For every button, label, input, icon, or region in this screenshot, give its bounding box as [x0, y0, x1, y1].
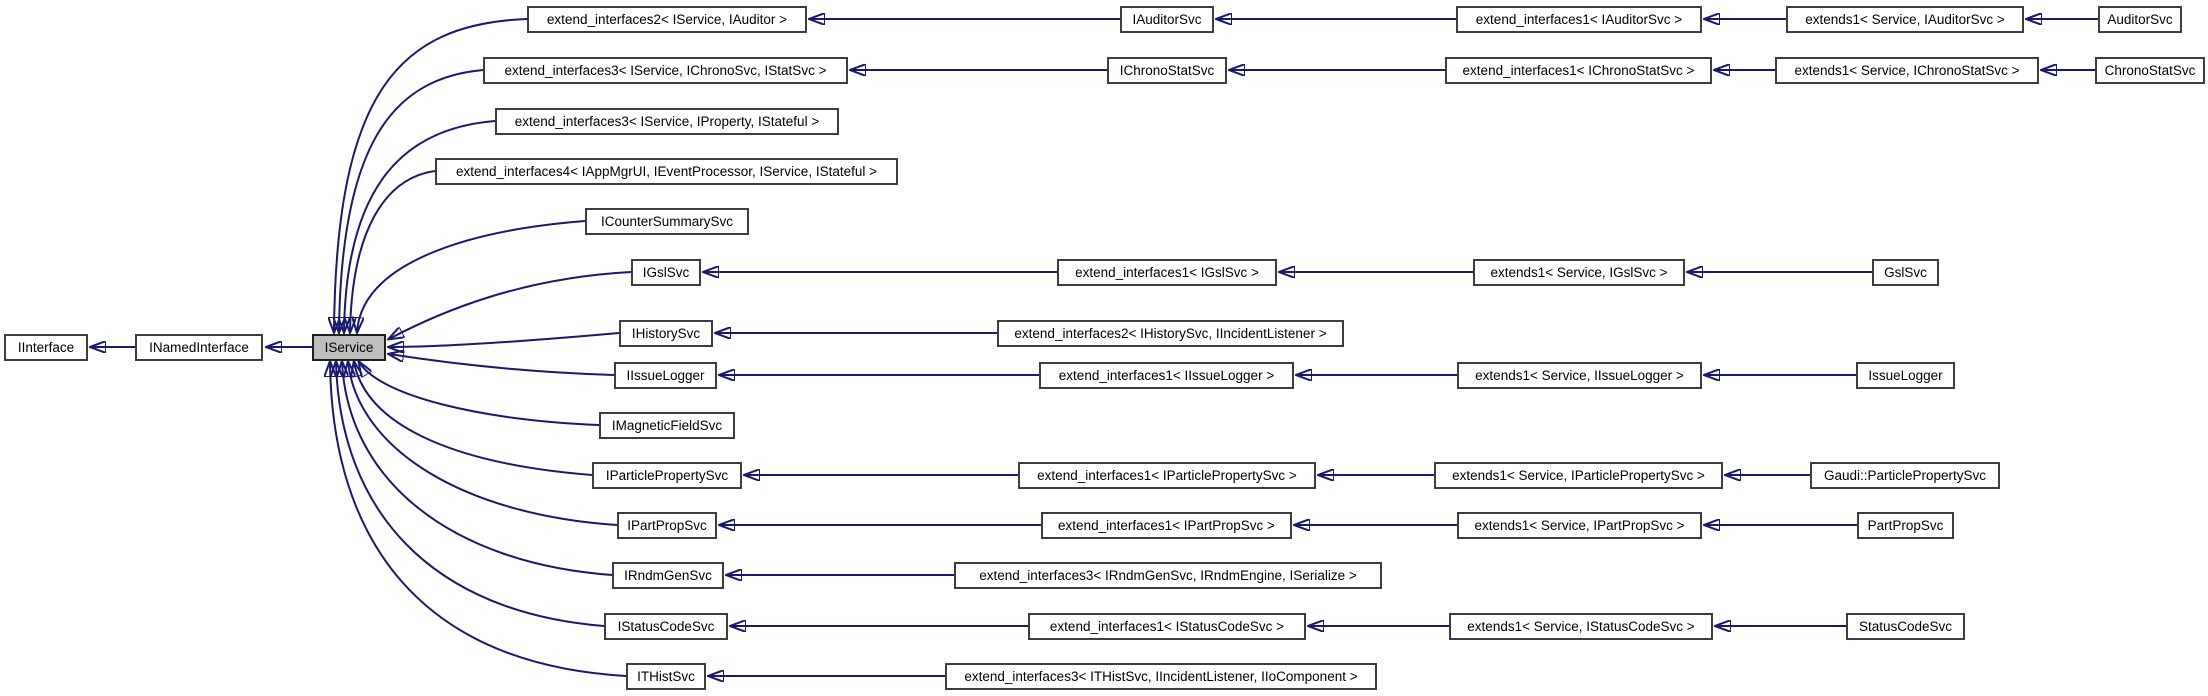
node-iissuelogger[interactable]: IIssueLogger	[614, 362, 717, 389]
node-gslsvc[interactable]: GslSvc	[1872, 259, 1939, 286]
node-ithistsvc[interactable]: ITHistSvc	[626, 663, 706, 690]
node-extends1-service-iissuelogger[interactable]: extends1< Service, IIssueLogger >	[1457, 362, 1702, 389]
node-extend-interfaces1-ipartpropsvc[interactable]: extend_interfaces1< IPartPropSvc >	[1041, 512, 1292, 539]
node-istatuscodesvc[interactable]: IStatusCodeSvc	[604, 613, 728, 640]
node-icountersummarysvc[interactable]: ICounterSummarySvc	[585, 208, 749, 235]
node-ipartpropsvc[interactable]: IPartPropSvc	[617, 512, 717, 539]
node-extend-interfaces1-iauditorsvc[interactable]: extend_interfaces1< IAuditorSvc >	[1456, 6, 1702, 33]
node-extends1-service-iauditorsvc[interactable]: extends1< Service, IAuditorSvc >	[1786, 6, 2024, 33]
inheritance-edges	[91, 19, 2098, 676]
node-extends1-service-iparticlepropertysvc[interactable]: extends1< Service, IParticlePropertySvc …	[1434, 462, 1723, 489]
node-extend-interfaces3-irndmgensvc-irndmengine-iserialize[interactable]: extend_interfaces3< IRndmGenSvc, IRndmEn…	[954, 562, 1382, 589]
node-igslsvc[interactable]: IGslSvc	[631, 259, 701, 286]
node-iauditorsvc[interactable]: IAuditorSvc	[1120, 6, 1214, 33]
node-extend-interfaces3-iservice-ichronosvc-istatsvc[interactable]: extend_interfaces3< IService, IChronoSvc…	[483, 57, 848, 84]
node-extend-interfaces3-iservice-iproperty-istateful[interactable]: extend_interfaces3< IService, IProperty,…	[495, 108, 839, 135]
node-extends1-service-igslsvc[interactable]: extends1< Service, IGslSvc >	[1473, 259, 1685, 286]
node-extend-interfaces1-istatuscodesvc[interactable]: extend_interfaces1< IStatusCodeSvc >	[1028, 613, 1306, 640]
node-extend-interfaces2-iservice-iauditor[interactable]: extend_interfaces2< IService, IAuditor >	[527, 6, 807, 33]
node-extend-interfaces2-ihistorysvc-iincidentlistener[interactable]: extend_interfaces2< IHistorySvc, IIncide…	[997, 320, 1344, 347]
node-iinterface[interactable]: IInterface	[4, 334, 88, 361]
node-issuelogger[interactable]: IssueLogger	[1856, 362, 1955, 389]
node-inamedinterface[interactable]: INamedInterface	[135, 334, 263, 361]
node-iparticlepropertysvc[interactable]: IParticlePropertySvc	[592, 462, 742, 489]
node-extend-interfaces1-iissuelogger[interactable]: extend_interfaces1< IIssueLogger >	[1039, 362, 1294, 389]
node-statuscodesvc[interactable]: StatusCodeSvc	[1846, 613, 1965, 640]
node-extends1-service-ipartpropsvc[interactable]: extends1< Service, IPartPropSvc >	[1457, 512, 1702, 539]
node-ichronostatsvc[interactable]: IChronoStatSvc	[1107, 57, 1227, 84]
node-extends1-service-istatuscodesvc[interactable]: extends1< Service, IStatusCodeSvc >	[1449, 613, 1713, 640]
node-irndmgensvc[interactable]: IRndmGenSvc	[612, 562, 724, 589]
node-gaudi-particlepropertysvc[interactable]: Gaudi::ParticlePropertySvc	[1810, 462, 2000, 489]
node-extend-interfaces4-iappmgrui-ieventprocessor-iservice-istateful[interactable]: extend_interfaces4< IAppMgrUI, IEventPro…	[435, 158, 898, 185]
node-extend-interfaces1-igslsvc[interactable]: extend_interfaces1< IGslSvc >	[1057, 259, 1277, 286]
node-extend-interfaces1-iparticlepropertysvc[interactable]: extend_interfaces1< IParticlePropertySvc…	[1018, 462, 1316, 489]
node-auditorsvc[interactable]: AuditorSvc	[2098, 6, 2182, 33]
node-extend-interfaces3-ithistsvc-iincidentlistener-iiocomponent[interactable]: extend_interfaces3< ITHistSvc, IIncident…	[945, 663, 1377, 690]
node-iservice-selected: IService	[312, 334, 386, 361]
node-partpropsvc[interactable]: PartPropSvc	[1857, 512, 1954, 539]
node-extends1-service-ichronostatsvc[interactable]: extends1< Service, IChronoStatSvc >	[1775, 57, 2039, 84]
node-chronostatsvc[interactable]: ChronoStatSvc	[2095, 57, 2205, 84]
node-extend-interfaces1-ichronostatsvc[interactable]: extend_interfaces1< IChronoStatSvc >	[1445, 57, 1712, 84]
node-ihistorysvc[interactable]: IHistorySvc	[619, 320, 713, 347]
node-imagneticfieldsvc[interactable]: IMagneticFieldSvc	[599, 412, 735, 439]
